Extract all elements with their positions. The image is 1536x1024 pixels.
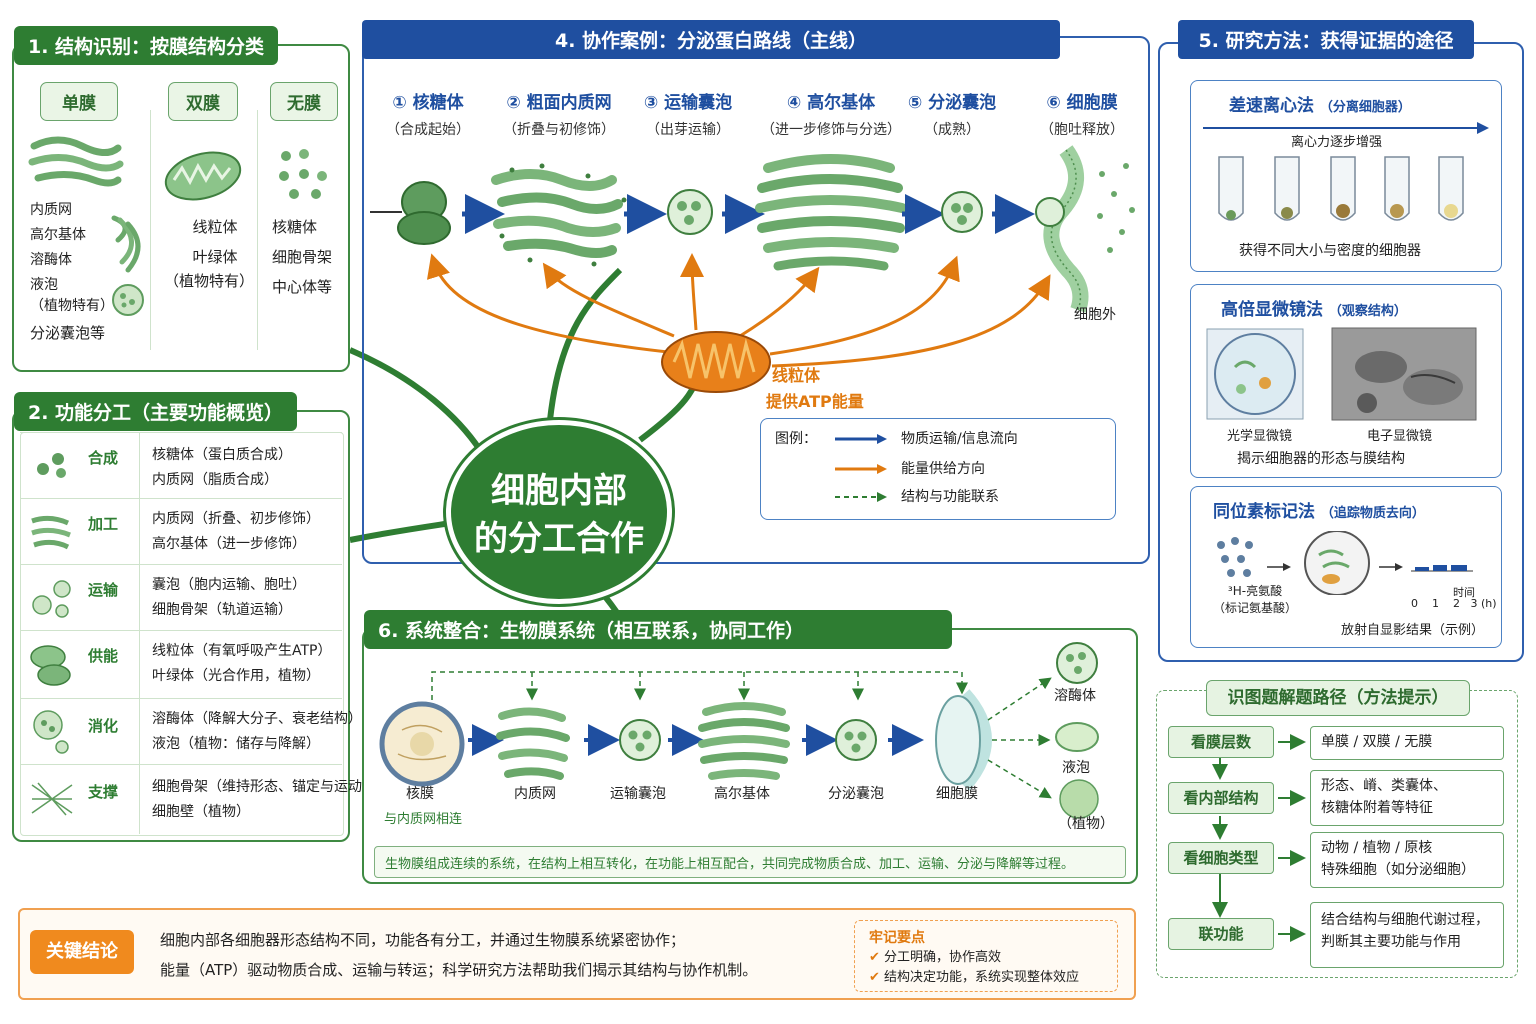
path-step-2: 看内部结构: [1168, 782, 1274, 814]
legend-dash: 结构与功能联系: [901, 489, 999, 505]
mitochondria-small-icon: [30, 645, 71, 686]
mitochondrion-icon: [164, 151, 242, 201]
none-list: 核糖体 细胞骨架 中心体等: [272, 218, 333, 296]
section-membrane-title: 6. 系统整合：生物膜系统（相互联系，协同工作）: [364, 610, 952, 649]
er-small-icon: [31, 515, 71, 550]
section-function-panel: [12, 410, 350, 842]
test-tubes-icon: [1218, 156, 1464, 221]
mem-golgi-label: 高尔基体: [714, 786, 770, 802]
cytoskeleton-icon: [31, 782, 73, 816]
func-row-energy: 供能 线粒体（有氧呼吸产生ATP）叶绿体（光合作用，植物）: [20, 630, 342, 699]
func-row-support: 支撑 细胞骨架（维持形态、锚定与运动）细胞壁（植物）: [20, 764, 376, 835]
vesicle-icon: [32, 580, 71, 618]
section-secretory-title: 4. 协作案例：分泌蛋白路线（主线）: [362, 20, 1060, 59]
path-result-2: 形态、嵴、类囊体、核糖体附着等特征: [1310, 770, 1504, 826]
solving-path-title: 识图题解题路径（方法提示）: [1206, 680, 1470, 716]
outside-label: 细胞外: [1074, 307, 1116, 323]
legend-orange: 能量供给方向: [901, 461, 985, 477]
mem-er-label: 内质网: [514, 786, 556, 802]
no-membrane-pill: 无膜: [270, 82, 338, 121]
side-lysosome-label: 溶酶体: [1054, 688, 1096, 704]
mem-secretory-label: 分泌囊泡: [828, 786, 884, 802]
path-step-1: 看膜层数: [1168, 726, 1274, 758]
membrane-system-graphic: [379, 671, 1052, 799]
mem-vesicle-label: 运输囊泡: [610, 786, 666, 802]
mem-membrane-label: 细胞膜: [936, 786, 978, 802]
remember-box: 牢记要点 ✔ 分工明确，协作高效 ✔ 结构决定功能，系统实现整体效应: [854, 920, 1118, 992]
nucleus-note: 与内质网相连: [384, 812, 463, 827]
solving-path-arrows: [1212, 734, 1306, 942]
single-membrane-pill: 单膜: [40, 82, 118, 121]
lysosome-side-icon: [1056, 642, 1098, 684]
mito-energy-label: 提供ATP能量: [766, 392, 864, 411]
check-icon: ✔: [869, 970, 880, 985]
double-list: 线粒体 叶绿体 （植物特有）: [164, 218, 255, 290]
step-4: ④ 高尔基体（进一步修饰与分选）: [761, 93, 901, 138]
plant-vacuole-icon: [1059, 779, 1099, 819]
path-result-4: 结合结构与细胞代谢过程，判断其主要功能与作用: [1310, 902, 1504, 968]
func-row-processing: 加工 内质网（折叠、初步修饰）高尔基体（进一步修饰）: [20, 498, 342, 565]
ribosome-dots-icon: [279, 149, 327, 199]
center-topic: 细胞内部 的分工合作: [446, 420, 672, 604]
ribosome-icon: [37, 453, 66, 478]
path-result-1: 单膜 / 双膜 / 无膜: [1310, 726, 1504, 760]
section-function-title: 2. 功能分工（主要功能概览）: [14, 392, 298, 431]
step-3: ③ 运输囊泡（出芽运输）: [643, 93, 733, 138]
vacuole-side-icon: [1055, 722, 1099, 752]
func-row-digestion: 消化 溶酶体（降解大分子、衰老结构）液泡（植物：储存与降解）: [20, 698, 362, 765]
func-row-synthesis: 合成 核糖体（蛋白质合成）内质网（脂质合成）: [20, 432, 342, 499]
path-result-3: 动物 / 植物 / 原核特殊细胞（如分泌细胞）: [1310, 832, 1504, 888]
side-plant-label: （植物）: [1058, 816, 1114, 832]
side-vacuole-label: 液泡: [1062, 760, 1090, 776]
legend-box: 图例： 物质运输/信息流向 能量供给方向 结构与功能联系: [760, 418, 1116, 520]
isotope-tracing-icon: [1217, 531, 1473, 595]
section-methods-title: 5. 研究方法：获得证据的途径: [1178, 20, 1474, 59]
step-1: ① 核糖体（合成起始）: [386, 93, 470, 138]
method-isotope: 同位素标记法 （追踪物质去向） ³H-亮氨酸（标记氨基酸） 时间 0 1 2 3…: [1190, 486, 1502, 648]
lysosome-icon: [112, 284, 144, 316]
path-step-3: 看细胞类型: [1168, 842, 1274, 874]
light-microscope-icon: [1206, 328, 1304, 420]
legend-arrows: [835, 434, 887, 502]
single-list: 内质网 高尔基体 溶酶体 液泡 （植物特有） 分泌囊泡等: [30, 202, 114, 342]
method-microscope: 高倍显微镜法 （观察结构） 光学显微镜 电子显微镜 揭示细胞器的形态与膜结构: [1190, 284, 1502, 478]
key-line-2: 能量（ATP）驱动物质合成、运输与转运；科学研究方法帮助我们揭示其结构与协作机制…: [160, 961, 758, 979]
er-icon: [28, 136, 124, 187]
electron-microscope-icon: [1331, 327, 1477, 421]
legend-blue: 物质运输/信息流向: [901, 431, 1018, 447]
golgi-icon: [111, 215, 141, 273]
double-membrane-pill: 双膜: [168, 82, 238, 121]
mem-nucleus-label: 核膜: [406, 786, 434, 802]
membrane-summary-box: 生物膜组成连续的系统，在结构上相互转化，在功能上相互配合，共同完成物质合成、加工…: [374, 846, 1126, 878]
lysosome-small-icon: [33, 710, 69, 754]
step-2: ② 粗面内质网（折叠与初修饰）: [503, 93, 615, 138]
key-conclusion-label: 关键结论: [30, 930, 134, 974]
check-icon: ✔: [869, 950, 880, 965]
mito-label: 线粒体: [772, 366, 821, 385]
step-5: ⑤ 分泌囊泡（成熟）: [907, 93, 997, 138]
func-row-transport: 运输 囊泡（胞内运输、胞吐）细胞骨架（轨道运输）: [20, 564, 342, 631]
path-step-4: 联功能: [1168, 918, 1274, 950]
secretory-pathway-graphic: [370, 145, 1135, 393]
section-structure-title: 1. 结构识别：按膜结构分类: [14, 26, 279, 65]
key-conclusion-panel: [18, 908, 1136, 1000]
method-centrifuge: 差速离心法 （分离细胞器） 离心力逐步增强 获得不同大小与密度的细胞器: [1190, 80, 1502, 272]
step-6: ⑥ 细胞膜（胞吐释放）: [1040, 93, 1124, 138]
key-line-1: 细胞内部各细胞器形态结构不同，功能各有分工，并通过生物膜系统紧密协作；: [160, 931, 686, 949]
